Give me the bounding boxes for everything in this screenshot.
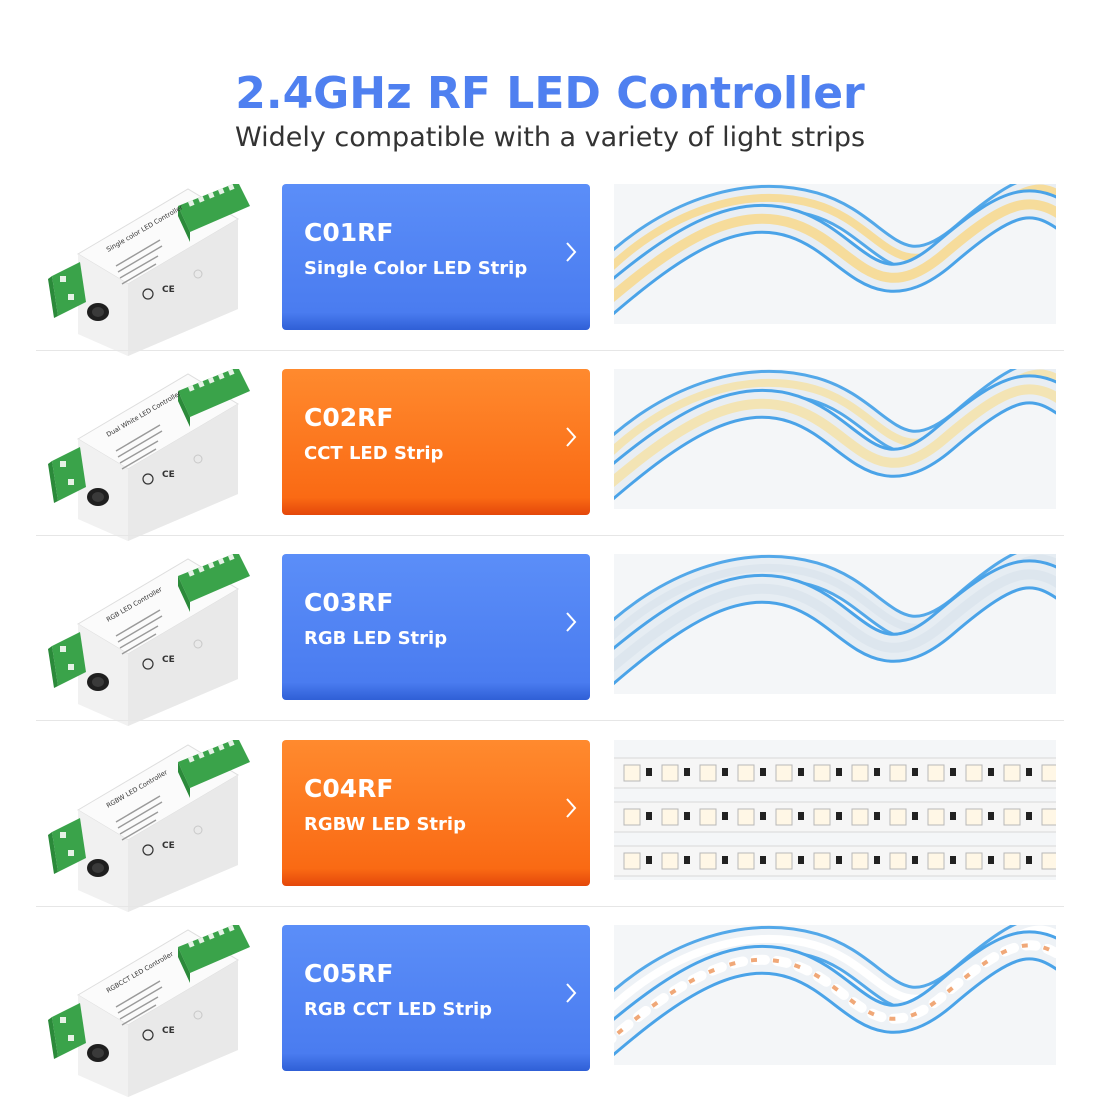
controller-image: RGB LED Controller CE	[38, 554, 263, 729]
svg-text:CE: CE	[162, 655, 175, 665]
led-strip-photo	[614, 740, 1056, 880]
led-strip-photo	[614, 184, 1056, 324]
strip-type-label: RGB LED Strip	[304, 628, 448, 649]
product-row: RGB LED Controller CE C03RF RGB LED Strip	[0, 554, 1100, 739]
product-code: C05RF	[304, 959, 394, 988]
product-row: RGBCCT LED Controller CE C05RF RGB CCT LE…	[0, 925, 1100, 1110]
product-row: Dual White LED Controller CE C02RF CCT LE…	[0, 369, 1100, 554]
led-strip-photo	[614, 925, 1056, 1065]
chevron-right-icon	[564, 240, 578, 264]
svg-text:CE: CE	[162, 285, 175, 295]
product-code: C04RF	[304, 774, 394, 803]
product-card[interactable]: C03RF RGB LED Strip	[282, 554, 590, 700]
strip-type-label: RGBW LED Strip	[304, 814, 466, 835]
controller-image: Dual White LED Controller CE	[38, 369, 263, 544]
chevron-right-icon	[564, 610, 578, 634]
led-strip-photo	[614, 554, 1056, 694]
row-divider	[36, 350, 1064, 351]
product-card[interactable]: C02RF CCT LED Strip	[282, 369, 590, 515]
strip-type-label: Single Color LED Strip	[304, 258, 528, 279]
controller-image: Single color LED Controller CE	[38, 184, 263, 359]
led-strip-photo	[614, 369, 1056, 509]
product-code: C03RF	[304, 588, 394, 617]
chevron-right-icon	[564, 981, 578, 1005]
product-card[interactable]: C04RF RGBW LED Strip	[282, 740, 590, 886]
row-divider	[36, 720, 1064, 721]
svg-text:CE: CE	[162, 841, 175, 851]
product-row: Single color LED Controller CE C01RF Sing…	[0, 184, 1100, 369]
row-divider	[36, 906, 1064, 907]
controller-image: RGBCCT LED Controller CE	[38, 925, 263, 1100]
svg-text:CE: CE	[162, 470, 175, 480]
page-title: 2.4GHz RF LED Controller	[235, 68, 865, 119]
controller-image: RGBW LED Controller CE	[38, 740, 263, 915]
chevron-right-icon	[564, 796, 578, 820]
product-card[interactable]: C05RF RGB CCT LED Strip	[282, 925, 590, 1071]
product-row: RGBW LED Controller CE C04RF RGBW LED Str…	[0, 740, 1100, 925]
product-code: C02RF	[304, 403, 394, 432]
strip-type-label: CCT LED Strip	[304, 443, 444, 464]
page-subtitle: Widely compatible with a variety of ligh…	[234, 122, 866, 153]
row-divider	[36, 535, 1064, 536]
chevron-right-icon	[564, 425, 578, 449]
strip-type-label: RGB CCT LED Strip	[304, 999, 493, 1020]
product-card[interactable]: C01RF Single Color LED Strip	[282, 184, 590, 330]
svg-text:CE: CE	[162, 1026, 175, 1036]
product-code: C01RF	[304, 218, 394, 247]
